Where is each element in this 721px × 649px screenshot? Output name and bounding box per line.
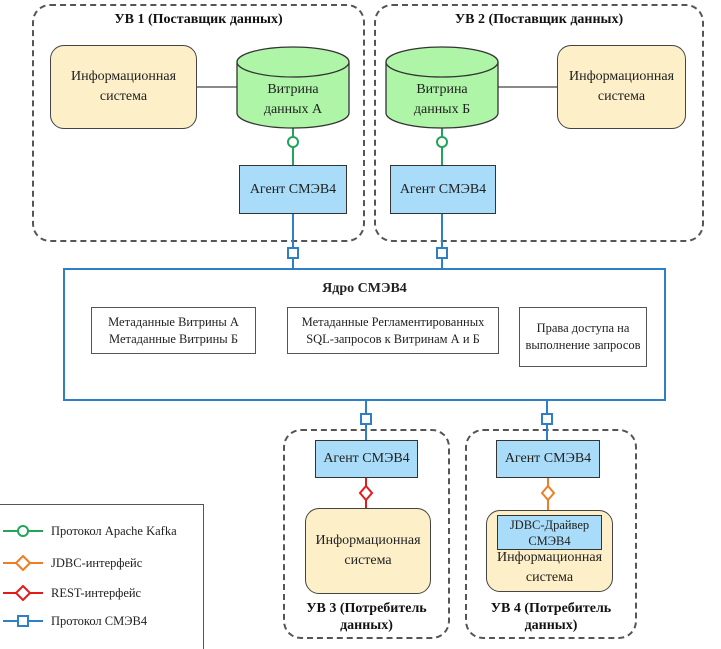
smev-marker-uv3 <box>360 413 372 425</box>
uv3-info-system-line2: система <box>344 553 392 568</box>
uv2-datamart-line2: данных Б <box>413 102 471 117</box>
legend-label-smev: Протокол СМЭВ4 <box>51 613 148 628</box>
core-block-2-line2: SQL-запросов к Витринам А и Б <box>306 331 480 346</box>
uv2-datamart-line1: Витрина <box>416 82 468 97</box>
zone-uv3-title-line1: УВ 3 (Потребитель <box>306 601 427 616</box>
core-block-1-line2: Метаданные Витрины Б <box>109 331 238 346</box>
zone-uv2 <box>374 4 704 242</box>
zone-uv3-title: УВ 3 (Потребитель данных) <box>283 600 450 634</box>
legend: Протокол Apache Kafka JDBC-интерфейс RES… <box>0 504 204 649</box>
uv1-datamart-label[interactable]: Витрина данных А <box>237 80 349 120</box>
uv1-info-system[interactable]: Информационная система <box>50 45 197 129</box>
zone-uv4-title-line1: УВ 4 (Потребитель <box>490 601 612 616</box>
uv2-datamart-label[interactable]: Витрина данных Б <box>386 80 498 120</box>
kafka-legend-icon <box>3 525 43 537</box>
zone-uv4 <box>465 429 637 639</box>
uv4-driver-line2: СМЭВ4 <box>528 533 571 548</box>
datamart-b-cylinder <box>385 46 499 129</box>
kafka-marker-uv2 <box>436 136 448 148</box>
core-block-access-rights[interactable]: Права доступа на выполнение запросов <box>519 307 647 367</box>
kafka-marker-uv1 <box>287 136 299 148</box>
uv2-info-system[interactable]: Информационная система <box>557 45 686 129</box>
legend-item-smev: Протокол СМЭВ4 <box>3 611 147 631</box>
legend-item-rest: REST-интерфейс <box>3 583 141 603</box>
core-block-3-line2: выполнение запросов <box>525 338 641 352</box>
jdbc-marker-uv4 <box>540 484 556 502</box>
uv2-info-system-line2: система <box>597 89 646 104</box>
zone-uv1 <box>32 4 365 242</box>
uv3-info-system[interactable]: Информационная система <box>305 508 431 594</box>
legend-label-kafka: Протокол Apache Kafka <box>51 523 177 538</box>
zone-uv3-title-line2: данных) <box>340 618 393 633</box>
uv1-info-system-line1: Информационная <box>70 69 177 84</box>
zone-uv1-title: УВ 1 (Поставщик данных) <box>114 12 283 27</box>
datamart-a-cylinder <box>236 46 350 129</box>
zone-uv2-title: УВ 2 (Поставщик данных) <box>454 12 624 27</box>
zone-uv4-title-line2: данных) <box>524 618 578 633</box>
uv1-datamart-line2: данных А <box>263 102 323 117</box>
uv2-agent-box[interactable]: Агент СМЭВ4 <box>390 165 496 214</box>
core-block-3-line1: Права доступа на <box>536 321 630 335</box>
rest-legend-icon <box>3 585 43 601</box>
smev-legend-icon <box>3 615 43 627</box>
core-block-sql-metadata[interactable]: Метаданные Регламентированных SQL-запрос… <box>287 307 499 354</box>
smev-marker-uv1 <box>287 247 299 259</box>
smev-core-title: Ядро СМЭВ4 <box>322 281 407 296</box>
smev-marker-uv4 <box>541 413 553 425</box>
core-block-2-line1: Метаданные Регламентированных <box>301 314 485 329</box>
legend-label-rest: REST-интерфейс <box>51 585 142 600</box>
uv2-info-system-line1: Информационная <box>568 69 675 84</box>
core-block-1-line1: Метаданные Витрины А <box>108 314 239 329</box>
uv4-agent-box[interactable]: Агент СМЭВ4 <box>496 440 600 478</box>
uv3-agent-box[interactable]: Агент СМЭВ4 <box>315 440 418 478</box>
legend-item-jdbc: JDBC-интерфейс <box>3 553 142 573</box>
uv1-agent-box[interactable]: Агент СМЭВ4 <box>239 165 347 214</box>
legend-label-jdbc: JDBC-интерфейс <box>51 555 143 570</box>
core-block-datamart-metadata[interactable]: Метаданные Витрины А Метаданные Витрины … <box>91 307 256 354</box>
legend-item-kafka: Протокол Apache Kafka <box>3 521 177 541</box>
uv4-driver-line1: JDBC-Драйвер <box>509 517 590 532</box>
uv1-info-system-line2: система <box>99 89 148 104</box>
uv4-info-system-line1: Информационная <box>496 550 603 565</box>
uv4-jdbc-driver[interactable]: JDBC-Драйвер СМЭВ4 <box>497 515 602 550</box>
uv1-datamart-line1: Витрина <box>267 82 319 97</box>
rest-marker-uv3 <box>358 484 374 502</box>
uv3-info-system-line1: Информационная <box>315 533 421 548</box>
zone-uv4-title: УВ 4 (Потребитель данных) <box>465 600 637 634</box>
uv4-info-system-line2: система <box>525 570 574 585</box>
smev-marker-uv2 <box>436 247 448 259</box>
jdbc-legend-icon <box>3 555 43 571</box>
